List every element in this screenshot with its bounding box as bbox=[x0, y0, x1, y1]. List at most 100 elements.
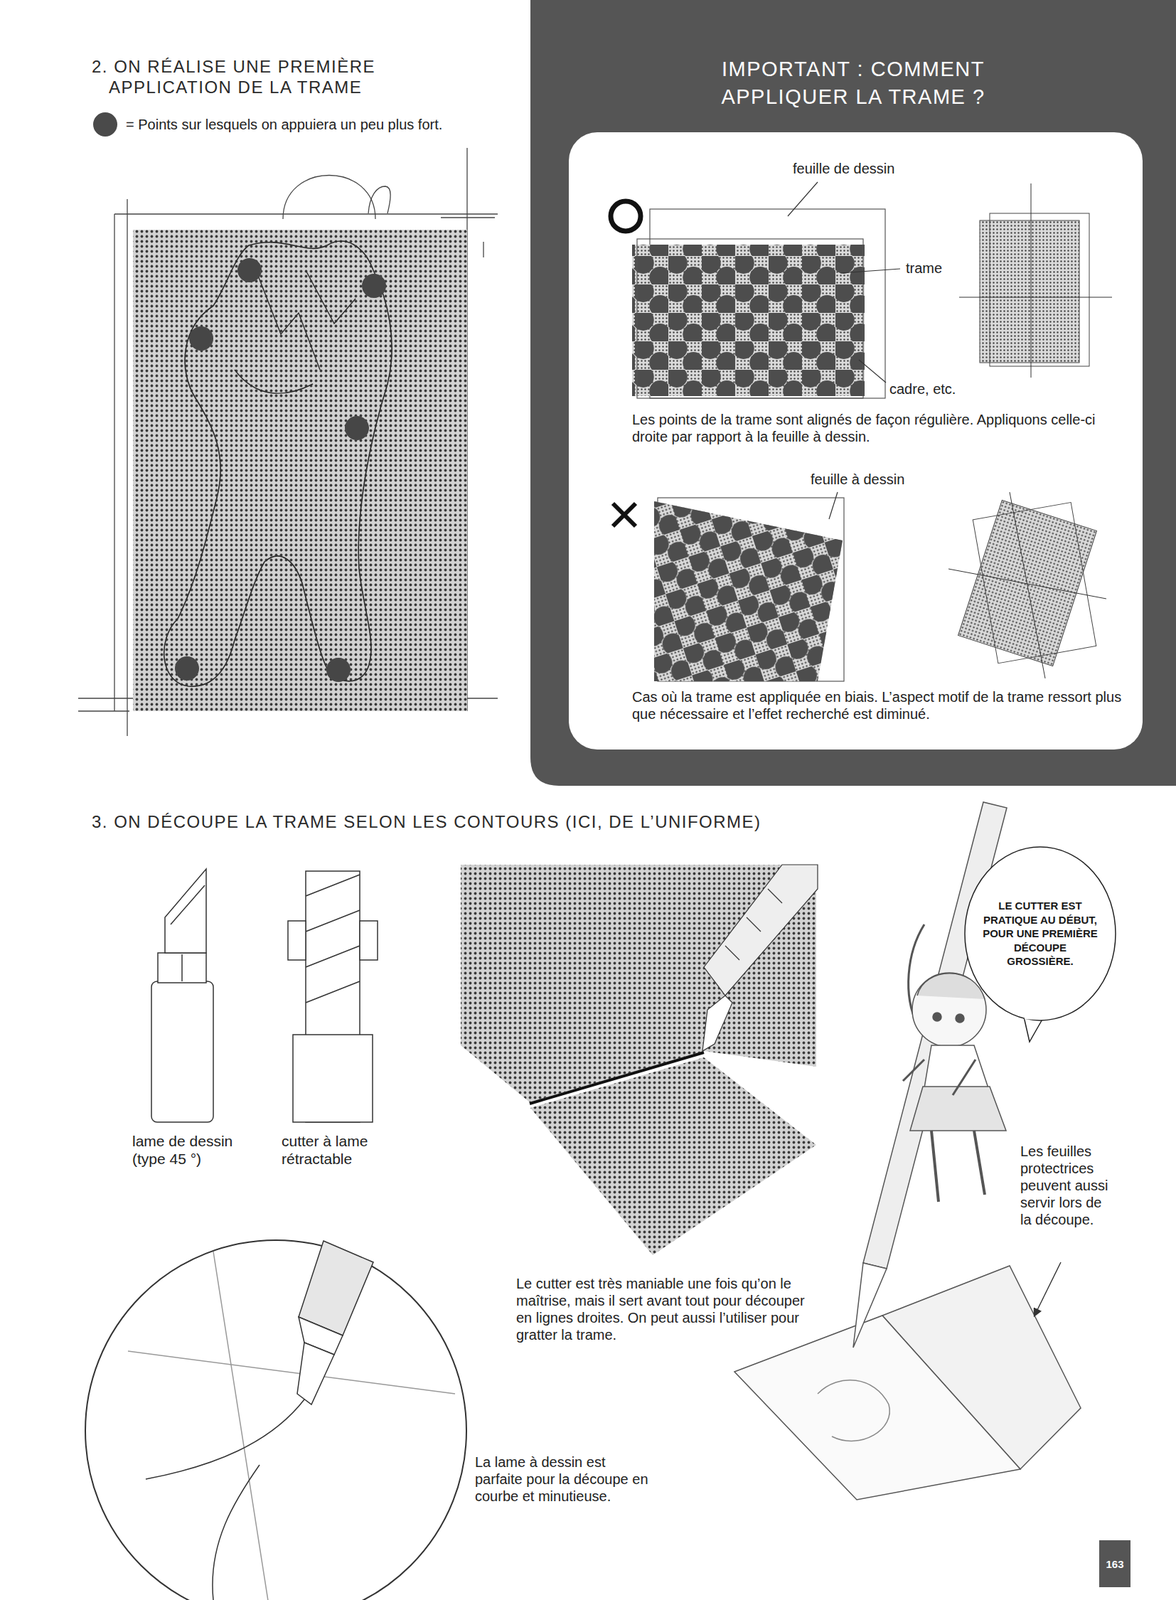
retractable-cutter bbox=[287, 870, 378, 1122]
wrong-example bbox=[972, 502, 1096, 664]
girl-with-cutter bbox=[902, 1059, 976, 1095]
tool-label: cutter à lame rétractable bbox=[281, 1131, 399, 1168]
note-text: Les feuilles protectrices peuvent aussi … bbox=[1020, 1142, 1117, 1228]
cutting-illustration bbox=[725, 888, 783, 960]
tone-sheet-illustration bbox=[234, 270, 356, 394]
tone-sheet-illustration bbox=[78, 710, 130, 712]
drawing-blade bbox=[151, 981, 214, 1122]
panel-ground bbox=[530, 0, 1176, 786]
blade-closeup bbox=[85, 1239, 467, 1600]
tone-sheet-illustration bbox=[482, 241, 484, 258]
cutting-illustration bbox=[530, 1057, 817, 1255]
wrong-example bbox=[958, 499, 1098, 666]
speech-bubble: LE CUTTER EST PRATIQUE AU DÉBUT, POUR UN… bbox=[965, 846, 1115, 1021]
wrong-example bbox=[958, 499, 1098, 666]
correct-example bbox=[610, 201, 641, 232]
cutting-illustration bbox=[529, 1052, 704, 1104]
speech-bubble-shape bbox=[964, 846, 1116, 1021]
blade-closeup bbox=[213, 1251, 271, 1600]
girl-with-cutter bbox=[863, 802, 1007, 1269]
tone-sheet-illustration bbox=[237, 258, 262, 283]
girl-with-cutter bbox=[924, 1045, 989, 1088]
tone-sheet-illustration bbox=[440, 216, 495, 218]
note-text: La lame à dessin est parfaite pour la dé… bbox=[474, 1453, 653, 1505]
tone-sheet-illustration bbox=[126, 199, 128, 736]
retractable-cutter bbox=[359, 920, 378, 960]
girl-with-cutter bbox=[955, 1013, 965, 1023]
cutting-illustration bbox=[460, 864, 818, 1255]
tone-sheet-illustration bbox=[282, 175, 376, 220]
retractable-cutter bbox=[287, 920, 306, 960]
blade-closeup bbox=[85, 1239, 467, 1600]
correct-example bbox=[610, 182, 1113, 399]
section-heading: 3. ON DÉCOUPE LA TRAME SELON LES CONTOUR… bbox=[91, 811, 762, 833]
tone-sheet-illustration bbox=[78, 147, 498, 736]
leader-arrow bbox=[1034, 1262, 1061, 1316]
page-number: 163 bbox=[1105, 1557, 1124, 1570]
panel-title: IMPORTANT : COMMENT APPLIQUER LA TRAME ? bbox=[668, 55, 1039, 111]
wrong-example bbox=[829, 492, 838, 520]
tone-sheet-illustration bbox=[189, 326, 214, 351]
girl-with-cutter bbox=[734, 1315, 1021, 1500]
correct-example bbox=[858, 359, 886, 383]
blade-closeup bbox=[212, 1464, 260, 1600]
girl-with-cutter bbox=[910, 1086, 1007, 1131]
explanation-text: Les points de la trame sont alignés de f… bbox=[632, 410, 1123, 446]
correct-example bbox=[632, 244, 865, 397]
leader-arrow bbox=[1034, 1262, 1061, 1316]
wrong-example bbox=[972, 502, 1096, 664]
girl-with-cutter bbox=[817, 1380, 890, 1442]
correct-example bbox=[989, 213, 1090, 367]
important-panel: IMPORTANT : COMMENT APPLIQUER LA TRAME ?… bbox=[530, 0, 1176, 786]
drawing-blade bbox=[151, 868, 214, 1122]
correct-example bbox=[840, 268, 901, 274]
leader-label: feuille de dessin bbox=[792, 159, 895, 178]
cutting-illustration bbox=[702, 995, 733, 1051]
leader-label: feuille à dessin bbox=[810, 470, 905, 488]
retractable-cutter bbox=[305, 874, 360, 1003]
correct-example bbox=[959, 297, 1113, 298]
rule-box: feuille de dessin trame cadre, etc. Les poi… bbox=[568, 132, 1143, 750]
tone-sheet-illustration bbox=[113, 214, 115, 712]
explanation-text: Cas où la trame est appliquée en biais. … bbox=[632, 688, 1123, 723]
tone-sheet-illustration bbox=[132, 229, 468, 712]
tone-sheet-illustration bbox=[368, 186, 391, 214]
tone-sheet-illustration bbox=[164, 241, 392, 687]
retractable-cutter bbox=[292, 1034, 373, 1122]
correct-example bbox=[1030, 183, 1032, 378]
blade-closeup bbox=[127, 1350, 456, 1394]
girl-with-cutter bbox=[932, 1012, 942, 1022]
panel-ground bbox=[530, 0, 1176, 786]
tone-sheet-illustration bbox=[114, 213, 498, 215]
correct-example bbox=[979, 220, 1080, 363]
tool-label: lame de dessin (type 45 °) bbox=[132, 1131, 250, 1168]
correct-example bbox=[632, 244, 865, 397]
speech-bubble-shape bbox=[1024, 1017, 1044, 1020]
tone-sheet-illustration bbox=[174, 656, 200, 681]
correct-example bbox=[637, 238, 864, 399]
legend-swatch bbox=[93, 112, 118, 137]
page-number-ground bbox=[1099, 1540, 1131, 1587]
drawing-blade bbox=[170, 885, 205, 925]
wrong-example bbox=[612, 503, 636, 527]
legend-text: = Points sur lesquels on appuiera un peu… bbox=[125, 115, 443, 133]
wrong-example bbox=[1009, 492, 1046, 679]
note-text: Le cutter est très maniable une fois qu’… bbox=[516, 1274, 815, 1344]
blade-closeup bbox=[145, 1399, 305, 1479]
leader-label: trame bbox=[905, 259, 943, 277]
tone-sheet-illustration bbox=[344, 415, 370, 441]
blade-closeup bbox=[297, 1342, 335, 1405]
wrong-example bbox=[612, 503, 636, 527]
tone-sheet-illustration bbox=[174, 258, 387, 682]
leader-label: cadre, etc. bbox=[889, 380, 956, 398]
girl-with-cutter bbox=[853, 1262, 887, 1348]
speech-text: LE CUTTER EST PRATIQUE AU DÉBUT, POUR UN… bbox=[980, 898, 1100, 969]
drawing-blade bbox=[164, 868, 207, 953]
page-number-ground bbox=[1099, 1540, 1131, 1587]
girl-with-cutter bbox=[931, 1130, 985, 1202]
tone-sheet-illustration bbox=[326, 657, 351, 682]
correct-example bbox=[787, 182, 818, 217]
section-heading: 2. ON RÉALISE UNE PREMIÈRE APPLICATION D… bbox=[91, 56, 448, 99]
